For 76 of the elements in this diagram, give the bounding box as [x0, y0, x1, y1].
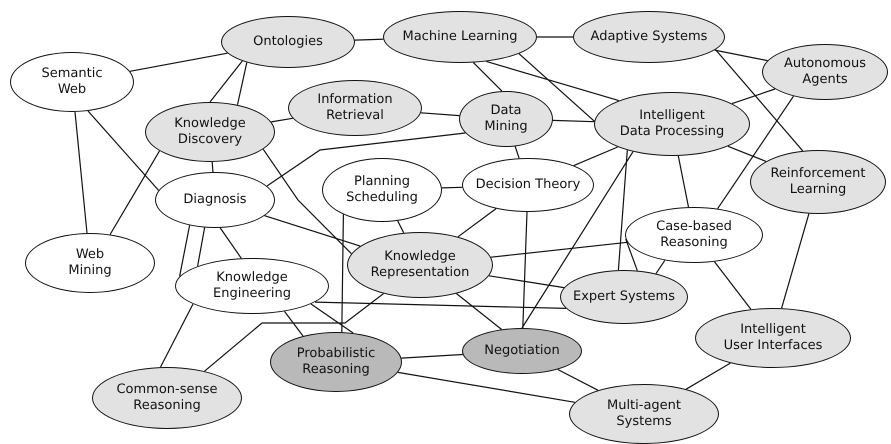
node-label: Case-based Reasoning	[656, 219, 732, 251]
connector-line	[558, 368, 598, 391]
connector-line	[197, 228, 206, 266]
connector-line	[781, 214, 810, 308]
node-label: Multi-agent Systems	[606, 398, 682, 430]
connector-line	[420, 112, 460, 116]
connector-line	[284, 311, 304, 336]
node-label: Data Mining	[484, 103, 528, 135]
connector-line	[715, 49, 804, 152]
node-label: Planning Scheduling	[346, 174, 418, 206]
connector-line	[488, 275, 564, 288]
connector-line	[271, 118, 293, 122]
connector-line	[110, 150, 160, 235]
connector-line	[397, 220, 404, 234]
connector-line	[490, 242, 628, 258]
connector-line	[732, 88, 776, 104]
connector-line	[458, 208, 496, 238]
node-label: Information Retrieval	[317, 92, 393, 124]
connector-line	[518, 53, 595, 122]
connector-line	[160, 304, 194, 368]
connector-line	[398, 372, 575, 403]
connector-line	[574, 146, 618, 166]
connector-line	[74, 112, 88, 234]
connector-line	[552, 120, 594, 122]
connector-line	[310, 304, 354, 334]
connector-line	[456, 293, 502, 330]
node-label: Diagnosis	[183, 192, 247, 208]
connector-line	[354, 38, 384, 41]
connector-line	[130, 52, 228, 72]
node-label: Knowledge Discovery	[174, 116, 246, 148]
connector-line	[401, 354, 463, 359]
node-label: Probabilistic Reasoning	[296, 346, 376, 378]
node-label: Ontologies	[253, 34, 323, 50]
connector-line	[204, 293, 384, 372]
node-label: Intelligent User Interfaces	[724, 322, 822, 354]
node-label: Decision Theory	[476, 177, 580, 193]
node-label: Intelligent Data Processing	[620, 108, 724, 140]
node-label: Adaptive Systems	[590, 29, 708, 45]
connector-line	[522, 151, 634, 328]
connector-line	[315, 302, 566, 309]
connector-line	[236, 62, 248, 105]
node-label: Expert Systems	[573, 289, 675, 305]
connector-line	[717, 96, 794, 210]
connector-line	[341, 214, 344, 332]
node-label: Autonomous Agents	[784, 56, 866, 88]
connector-line	[728, 146, 766, 162]
node-label: Common-sense Reasoning	[116, 382, 218, 414]
node-label: Knowledge Engineering	[213, 270, 291, 302]
connector-line	[714, 50, 768, 62]
connector-line	[472, 62, 502, 92]
node-label: Reinforcement Learning	[770, 166, 866, 198]
connector-line	[179, 225, 190, 277]
node-label: Semantic Web	[42, 66, 102, 98]
connector-line	[210, 60, 243, 102]
connector-line	[514, 146, 520, 158]
connector-line	[625, 238, 638, 271]
connector-line	[220, 228, 242, 259]
connector-line	[686, 362, 731, 390]
node-label: Negotiation	[484, 343, 560, 359]
connector-line	[714, 261, 752, 310]
connector-line	[618, 150, 628, 270]
node-label: Web Mining	[68, 247, 112, 279]
connector-line	[88, 110, 160, 191]
connector-line	[537, 36, 573, 38]
connector-line	[266, 132, 466, 186]
node-label: Knowledge Representation	[370, 249, 470, 281]
connector-line	[678, 156, 690, 208]
connector-line	[212, 162, 214, 172]
connector-line	[522, 212, 528, 328]
connector-line	[656, 260, 666, 274]
topic-ellipse	[347, 232, 493, 298]
node-label: Machine Learning	[402, 29, 518, 45]
connector-line	[262, 148, 352, 254]
connector-line	[442, 186, 462, 188]
topic-ellipse	[573, 11, 725, 63]
connector-line	[264, 215, 360, 247]
